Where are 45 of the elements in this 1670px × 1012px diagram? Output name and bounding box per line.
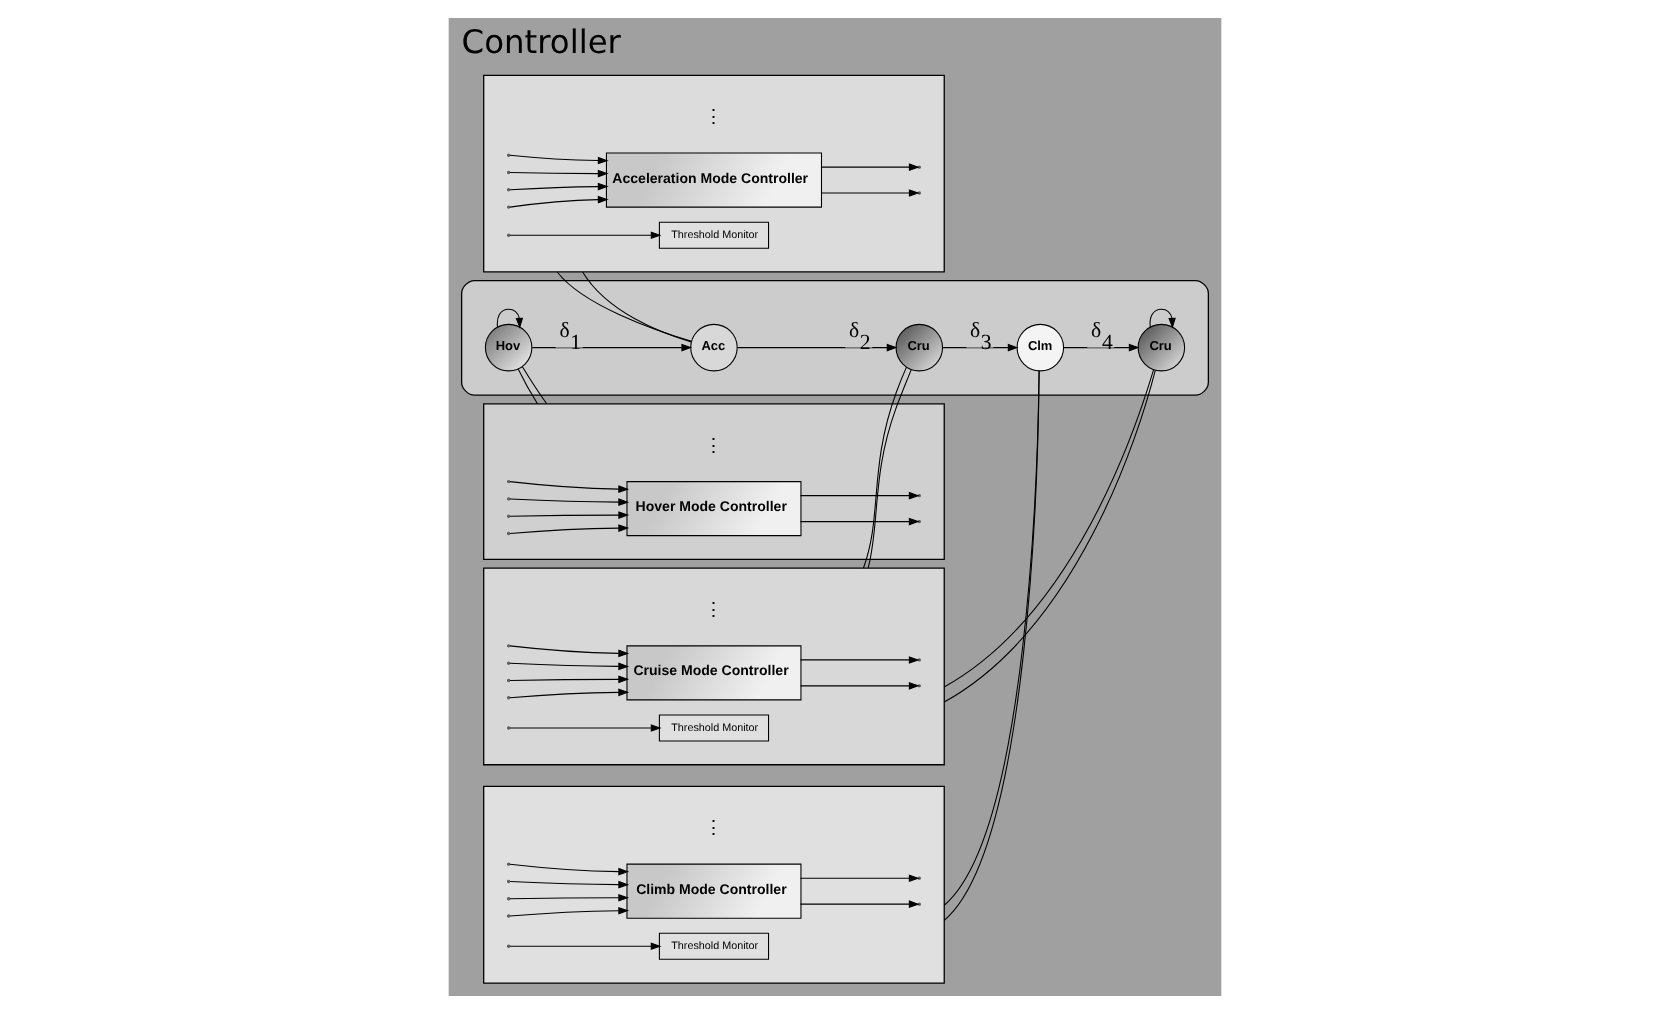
arrow [509,168,609,177]
label: ⋮ [703,817,724,840]
arrow [509,497,630,505]
arrow [737,342,898,351]
label: ⋮ [703,599,724,622]
arrow [496,307,524,328]
cluster [483,566,945,765]
arrow [509,687,630,698]
arrow [509,523,630,533]
arrow [942,342,1019,351]
arrow [509,510,630,518]
arrow [1149,307,1176,328]
arrow [799,873,920,881]
arrow [820,162,920,170]
arrow [509,480,630,492]
arrow [509,644,630,657]
arrow [509,181,609,190]
diagram-title: Controller [461,21,621,60]
arrow [509,862,630,875]
connector [521,365,548,404]
connector [556,270,692,341]
arrow [509,661,630,670]
arrow [509,153,609,164]
cluster [483,402,945,560]
arrow [509,941,662,950]
arrow [799,681,920,689]
arrow [1063,342,1140,351]
cluster [461,278,1209,395]
label: ⋮ [703,106,724,129]
connector [517,367,538,404]
arrow [799,899,920,907]
cluster [483,784,945,983]
arrow [509,879,630,888]
arrow [531,342,693,351]
label: ⋮ [703,434,724,457]
cluster [483,73,945,272]
arrow [509,194,609,207]
connector [582,270,692,342]
arrow [509,674,630,683]
arrow [509,230,662,238]
arrow [799,655,920,663]
arrow [509,905,630,916]
arrow [509,892,630,901]
arrow [820,188,920,196]
arrow [509,723,662,731]
